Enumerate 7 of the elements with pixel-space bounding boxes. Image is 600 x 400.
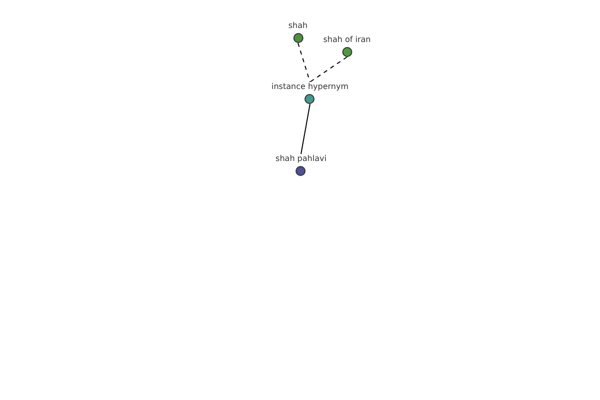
node-label: shah pahlavi [276,154,326,164]
connector-line [298,42,310,82]
node-label: shah of iran [323,35,371,45]
node-label: instance hypernym [272,82,348,92]
node-label: shah [288,21,308,31]
connector-line [310,56,348,82]
connector-line [300,104,310,154]
